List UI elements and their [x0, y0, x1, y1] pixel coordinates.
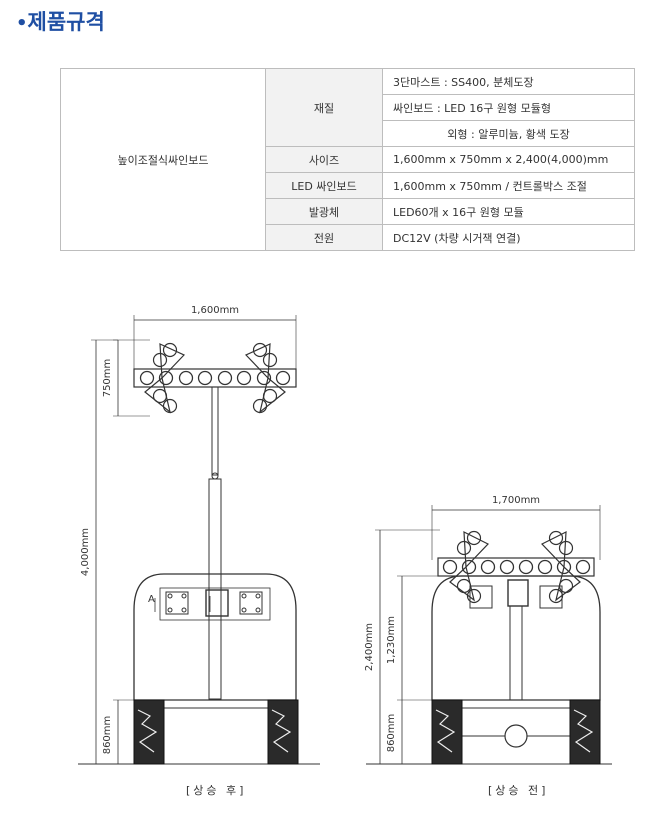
product-name-cell: 높이조절식싸인보드: [60, 68, 266, 251]
table-row: 외형 : 알루미늄, 황색 도장: [61, 120, 635, 147]
led-bar: [133, 368, 297, 388]
lowered-drawing: 1,700mm 2,400mm 1,230mm 860mm: [364, 495, 612, 765]
spec-value-size: 1,600mm x 750mm x 2,400(4,000)mm: [382, 146, 635, 173]
title-text: 제품규격: [27, 10, 105, 34]
spec-value-material-3: 외형 : 알루미늄, 황색 도장: [382, 120, 635, 147]
left-arrow-modules: [144, 342, 186, 414]
table-row: 사이즈 1,600mm x 750mm x 2,400(4,000)mm: [61, 146, 635, 173]
table-row: 전원 DC12V (차량 시거잭 연결): [61, 224, 635, 251]
caption-raised: [상승 후]: [186, 784, 247, 797]
dim-total-height-label: 2,400mm: [364, 623, 375, 671]
mechanism-left: [165, 589, 263, 617]
spec-value-emitter: LED60개 x 16구 원형 모듈: [382, 198, 635, 225]
spec-label-size: 사이즈: [265, 146, 383, 173]
section-title: •제품규격: [16, 6, 105, 36]
housing-body: [431, 575, 601, 701]
spec-value-material-2: 싸인보드 : LED 16구 원형 모듈형: [382, 94, 635, 121]
table-row: 발광체 LED60개 x 16구 원형 모듈: [61, 198, 635, 225]
dim-width-label: 1,700mm: [492, 495, 540, 506]
dim-mast-height-label: 1,230mm: [386, 616, 397, 664]
right-arrow-modules: [244, 342, 286, 414]
spec-table: 높이조절식싸인보드 재질 3단마스트 : SS400, 분체도장 싸인보드 : …: [60, 68, 635, 251]
table-row: 높이조절식싸인보드 재질 3단마스트 : SS400, 분체도장: [60, 68, 635, 251]
section-marker-label: A: [148, 594, 155, 605]
dim-total-height-label: 4,000mm: [80, 528, 91, 576]
spec-label-power: 전원: [265, 224, 383, 251]
raised-drawing: 1,600mm 750mm 4,000mm 860mm: [78, 305, 320, 765]
mast-upper: [211, 386, 219, 476]
led-bar: [437, 557, 595, 577]
led-modules-bar: [139, 370, 291, 386]
dim-board-height-label: 750mm: [102, 359, 113, 398]
dim-base-height-label: 860mm: [102, 716, 113, 755]
spec-label-material: 재질: [265, 68, 383, 147]
dim-base-height-label: 860mm: [386, 714, 397, 753]
dim-width-label: 1,600mm: [191, 305, 239, 316]
spec-value-power: DC12V (차량 시거잭 연결): [382, 224, 635, 251]
housing-body: [133, 573, 297, 701]
spec-value-material-1: 3단마스트 : SS400, 분체도장: [382, 68, 635, 95]
table-row: 싸인보드 : LED 16구 원형 모듈형: [61, 94, 635, 121]
spec-label-led-board: LED 싸인보드: [265, 172, 383, 199]
spec-label-emitter: 발광체: [265, 198, 383, 225]
caption-lowered: [상승 전]: [488, 784, 549, 797]
mast-lower: [208, 478, 222, 700]
title-bullet: •: [16, 13, 28, 34]
